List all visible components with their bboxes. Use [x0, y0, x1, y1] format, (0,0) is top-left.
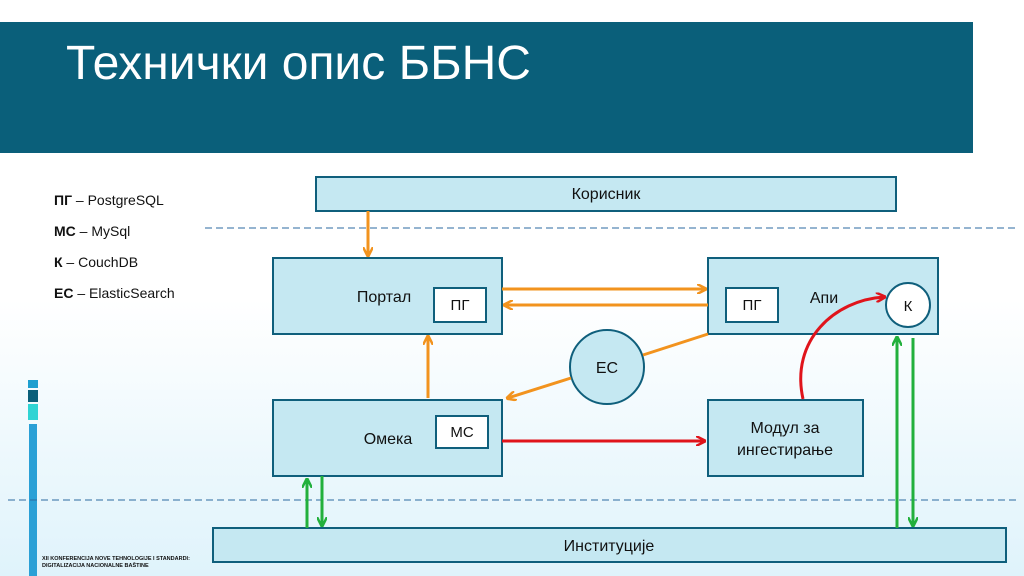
institutions-label: Институције: [564, 538, 655, 555]
api-pg-box: [725, 287, 779, 323]
legend-desc: – MySql: [75, 223, 131, 239]
deco-bar-3: [28, 404, 38, 420]
legend-abbr: ЕС: [54, 285, 74, 301]
legend-desc: – PostgreSQL: [72, 192, 164, 208]
footer-conference: XII KONFERENCIJA NOVE TEHNOLOGIJE I STAN…: [42, 556, 190, 570]
legend-abbr: ПГ: [54, 192, 72, 208]
legend-desc: – ElasticSearch: [73, 285, 175, 301]
arrow-ingest-to-couchdb: [799, 297, 884, 400]
legend-abbr: МС: [54, 223, 76, 239]
deco-bar-2: [28, 390, 38, 402]
user-box: [315, 176, 897, 212]
footer-line-1: XII KONFERENCIJA NOVE TEHNOLOGIJE I STAN…: [42, 556, 190, 562]
portal-pg-box: [433, 287, 487, 323]
legend-abbr: К: [54, 254, 63, 270]
legend: ПГ – PostgreSQL МС – MySql К – CouchDB Е…: [54, 191, 175, 315]
omeka-ms-label: МС: [450, 424, 473, 441]
legend-item-k: К – CouchDB: [54, 253, 175, 284]
legend-item-es: ЕС – ElasticSearch: [54, 284, 175, 315]
arrow-elastic-to-omeka: [508, 376, 572, 398]
institutions-box: [212, 527, 1007, 563]
portal-pg-label: ПГ: [451, 297, 470, 314]
omeka-label: Омека: [364, 431, 413, 448]
legend-item-pg: ПГ – PostgreSQL: [54, 191, 175, 222]
api-pg-label: ПГ: [743, 297, 762, 314]
arrow-api-to-elastic: [642, 332, 709, 357]
slide-title: Технички опис ББНС: [66, 37, 531, 90]
elasticsearch-label: ЕС: [596, 360, 618, 377]
footer-line-2: DIGITALIZACIJA NACIONALNE BAŠTINE: [42, 563, 149, 569]
legend-desc: – CouchDB: [62, 254, 139, 270]
legend-item-ms: МС – MySql: [54, 222, 175, 253]
couchdb-label: К: [904, 298, 913, 315]
ingest-label-line1: Модул за: [750, 420, 819, 437]
user-label: Корисник: [572, 186, 642, 203]
portal-label: Портал: [357, 289, 411, 306]
api-label: Апи: [810, 290, 838, 307]
ingest-label-line2: ингестирање: [737, 442, 833, 459]
couchdb-circle: [885, 282, 931, 328]
deco-bar-1: [28, 380, 38, 388]
elasticsearch-circle: [569, 329, 645, 405]
title-bar: [0, 22, 973, 153]
omeka-ms-box: [435, 415, 489, 449]
ingest-box: [707, 399, 864, 477]
